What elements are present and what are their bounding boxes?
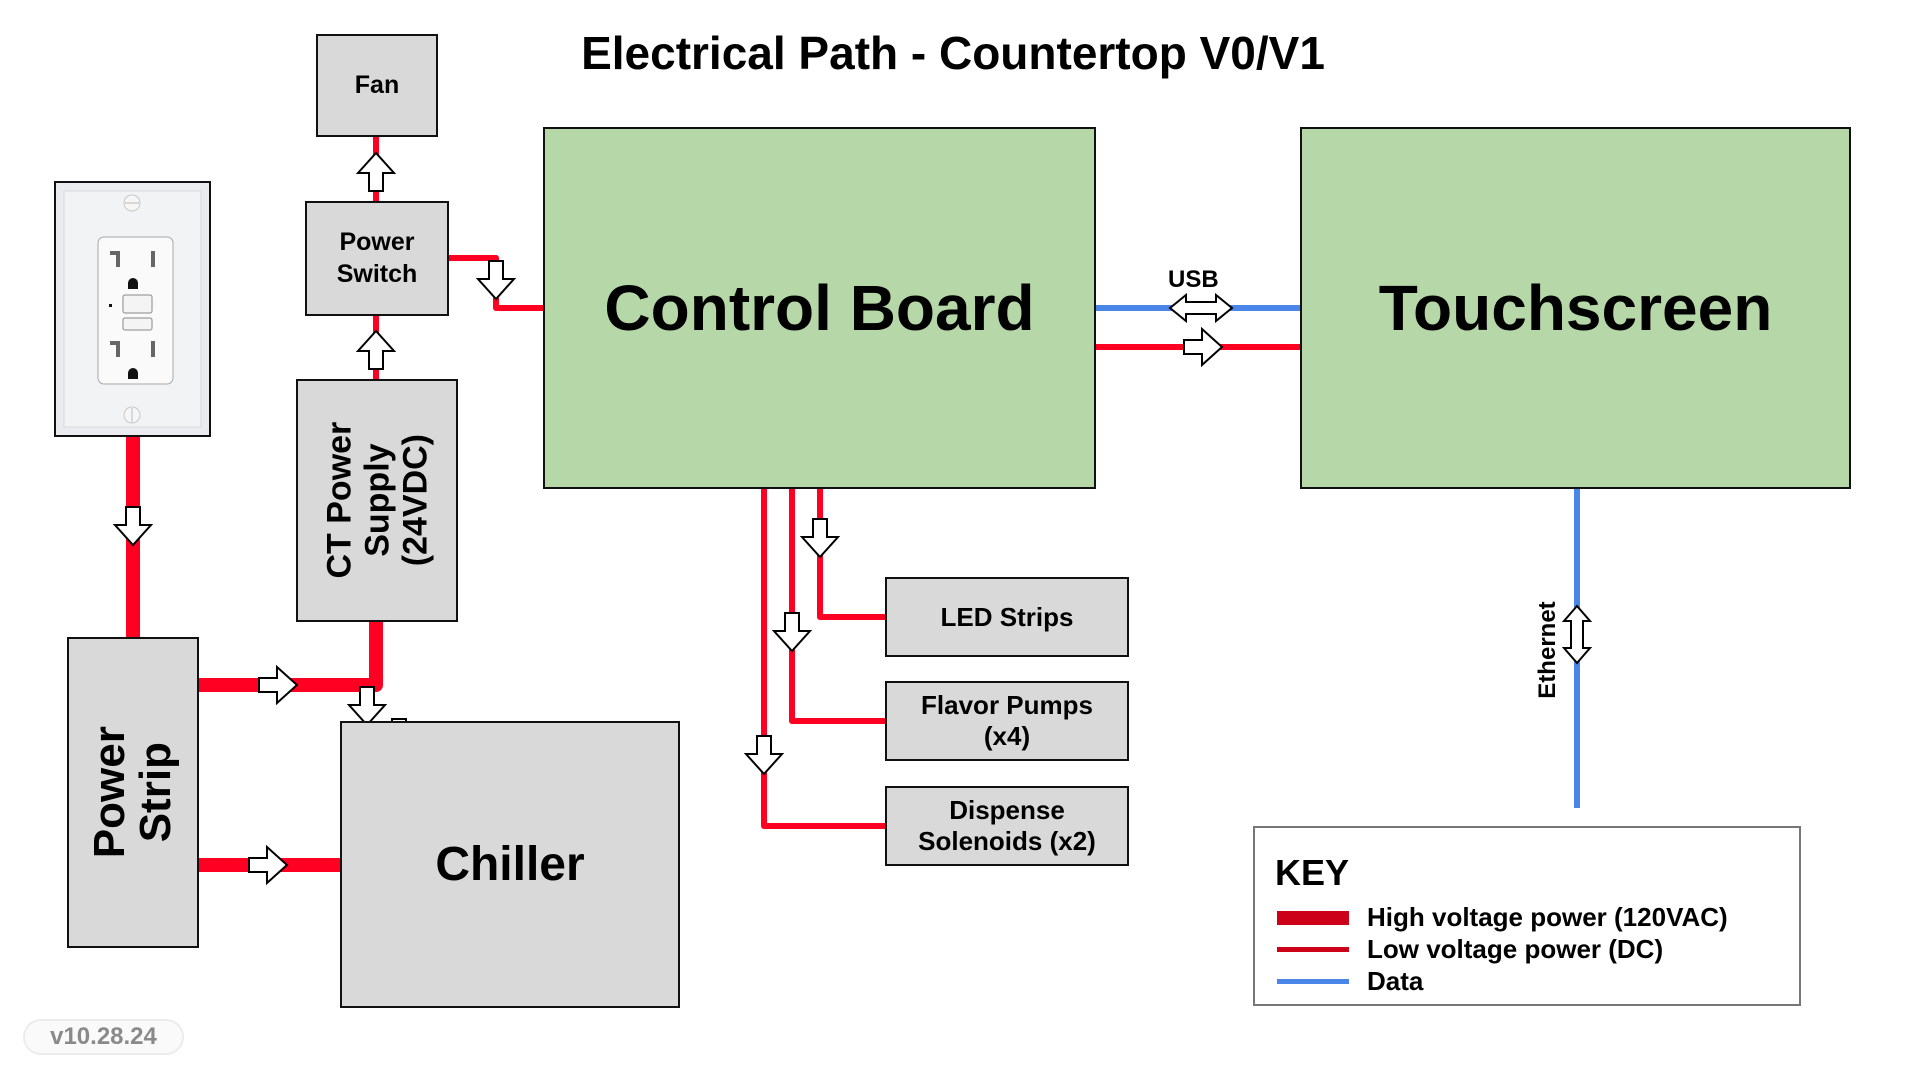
- legend-swatch-high-voltage: [1277, 910, 1349, 925]
- ct-power-supply-label-line3: (24VDC): [396, 434, 435, 567]
- legend-label: Data: [1367, 966, 1424, 996]
- legend-item-data: Data: [1277, 966, 1423, 997]
- touchscreen-box: Touchscreen: [1300, 127, 1851, 489]
- touchscreen-label: Touchscreen: [1378, 272, 1773, 344]
- arrow-strip-to-psu-icon: [258, 666, 298, 704]
- arrow-usb-bidirectional-icon: [1168, 292, 1234, 324]
- ct-power-supply-label-line2: Supply: [357, 443, 396, 558]
- power-strip-box: Power Strip: [67, 637, 199, 948]
- wall-outlet-drawing: [63, 190, 202, 428]
- arrow-psu-up-icon: [357, 330, 395, 370]
- page-title: Electrical Path - Countertop V0/V1: [581, 27, 1325, 79]
- legend-item-high-voltage: High voltage power (120VAC): [1277, 902, 1728, 933]
- dispense-solenoids-label-line1: Dispense: [949, 794, 1065, 825]
- power-strip-label-line2: Strip: [131, 742, 181, 843]
- dispense-solenoids-box: Dispense Solenoids (x2): [885, 786, 1129, 866]
- legend-title: KEY: [1275, 852, 1350, 893]
- arrow-board-to-solenoids-icon: [745, 735, 783, 775]
- power-switch-label-line2: Switch: [336, 259, 418, 288]
- dispense-solenoids-label-line2: Solenoids (x2): [918, 826, 1096, 856]
- fan-label: Fan: [354, 71, 400, 99]
- chiller-label: Chiller: [435, 838, 585, 891]
- legend: KEY High voltage power (120VAC) Low volt…: [1253, 826, 1801, 1006]
- led-strips-label: LED Strips: [940, 601, 1074, 632]
- flavor-pumps-box: Flavor Pumps (x4): [885, 681, 1129, 761]
- arrow-switch-to-board-icon: [477, 260, 515, 300]
- led-strips-box: LED Strips: [885, 577, 1129, 657]
- wall-outlet-icon: [54, 181, 211, 437]
- flavor-pumps-label-line2: (x4): [983, 721, 1031, 751]
- wire-board-to-solenoids: [761, 489, 885, 829]
- flavor-pumps-label-line1: Flavor Pumps: [921, 689, 1093, 720]
- arrow-board-to-led-icon: [801, 518, 839, 558]
- arrow-ethernet-bidirectional-icon: [1561, 604, 1593, 665]
- legend-swatch-data: [1277, 979, 1349, 984]
- control-board-box: Control Board: [543, 127, 1096, 489]
- legend-label: Low voltage power (DC): [1367, 934, 1664, 964]
- arrow-strip-to-chiller-icon: [248, 846, 288, 884]
- legend-swatch-low-voltage: [1277, 947, 1349, 952]
- control-board-label: Control Board: [604, 272, 1035, 344]
- power-switch-label-line1: Power: [339, 228, 415, 257]
- usb-label: USB: [1168, 266, 1219, 293]
- version-badge: v10.28.24: [23, 1019, 184, 1055]
- legend-label: High voltage power (120VAC): [1367, 902, 1728, 932]
- ethernet-label: Ethernet: [1534, 601, 1561, 699]
- power-switch-box: Power Switch: [305, 201, 449, 316]
- arrow-board-to-pumps-icon: [773, 612, 811, 652]
- ct-power-supply-label-line1: CT Power: [319, 422, 358, 579]
- arrow-switch-to-fan-icon: [357, 152, 395, 192]
- wire-board-to-led: [817, 489, 885, 620]
- wire-strip-to-psu: [198, 621, 383, 692]
- arrow-power-to-touchscreen-icon: [1183, 328, 1223, 366]
- arrow-outlet-down-icon: [114, 506, 152, 546]
- legend-item-low-voltage: Low voltage power (DC): [1277, 934, 1663, 965]
- power-strip-label-line1: Power: [84, 726, 134, 859]
- fan-box: Fan: [316, 34, 438, 137]
- chiller-box: Chiller: [340, 721, 680, 1008]
- wire-board-to-pumps: [789, 489, 885, 724]
- arrow-chiller-1-icon: [348, 686, 386, 726]
- ct-power-supply-box: CT Power Supply (24VDC): [296, 379, 458, 622]
